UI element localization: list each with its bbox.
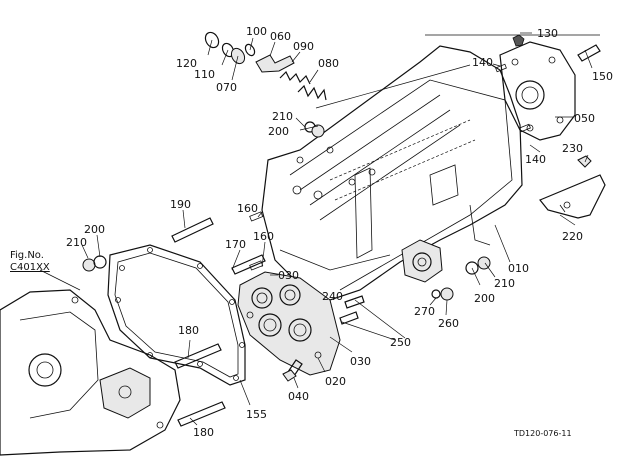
callout-040: 040 [288, 390, 309, 403]
callout-030-lower: 030 [350, 355, 371, 368]
callout-230: 230 [562, 142, 583, 155]
callout-160-upper: 160 [237, 202, 258, 215]
plate-020 [237, 271, 341, 376]
studs-and-bolts [171, 44, 601, 427]
fig-ref-label: Fig.No. [10, 250, 44, 261]
callout-250: 250 [390, 336, 411, 349]
callout-060: 060 [270, 30, 291, 43]
spring-assembly [204, 31, 592, 168]
callout-150: 150 [592, 70, 613, 83]
cover-050 [499, 41, 576, 141]
callout-130: 130 [537, 27, 558, 40]
callout-155: 155 [246, 408, 267, 421]
callout-050: 050 [574, 112, 595, 125]
callout-090: 090 [293, 40, 314, 53]
gasket-155 [107, 244, 246, 386]
adjacent-housing [0, 289, 181, 456]
callout-030-upper: 030 [278, 269, 299, 282]
callout-270: 270 [414, 305, 435, 318]
callout-160-lower: 160 [253, 230, 274, 243]
drawing-code: TD120-076-11 [513, 429, 572, 438]
callout-210-top: 210 [272, 110, 293, 123]
fig-ref-number: C401XX [10, 262, 50, 273]
callout-070: 070 [216, 81, 237, 94]
callout-120: 120 [176, 57, 197, 70]
callout-140-upper: 140 [472, 56, 493, 69]
callout-220: 220 [562, 230, 583, 243]
bracket-220 [539, 174, 606, 219]
callout-180-lower: 180 [193, 426, 214, 439]
callout-140-lower: 140 [525, 153, 546, 166]
callout-180-upper: 180 [178, 324, 199, 337]
callout-100: 100 [246, 25, 267, 38]
callout-260: 260 [438, 317, 459, 330]
callout-labels: 010 020 030 030 040 050 060 070 080 090 … [10, 25, 613, 439]
callout-170: 170 [225, 238, 246, 251]
nuts-and-washers [82, 121, 491, 325]
callout-210-left: 210 [66, 236, 87, 249]
callout-010: 010 [508, 262, 529, 275]
callout-210-right: 210 [494, 277, 515, 290]
callout-240: 240 [322, 290, 343, 303]
callout-190: 190 [170, 198, 191, 211]
callout-200-top: 200 [268, 125, 289, 138]
callout-200-right: 200 [474, 292, 495, 305]
callout-200-left: 200 [84, 223, 105, 236]
callout-110: 110 [194, 68, 215, 81]
callout-080: 080 [318, 57, 339, 70]
leader-lines [39, 32, 600, 426]
callout-020: 020 [325, 375, 346, 388]
